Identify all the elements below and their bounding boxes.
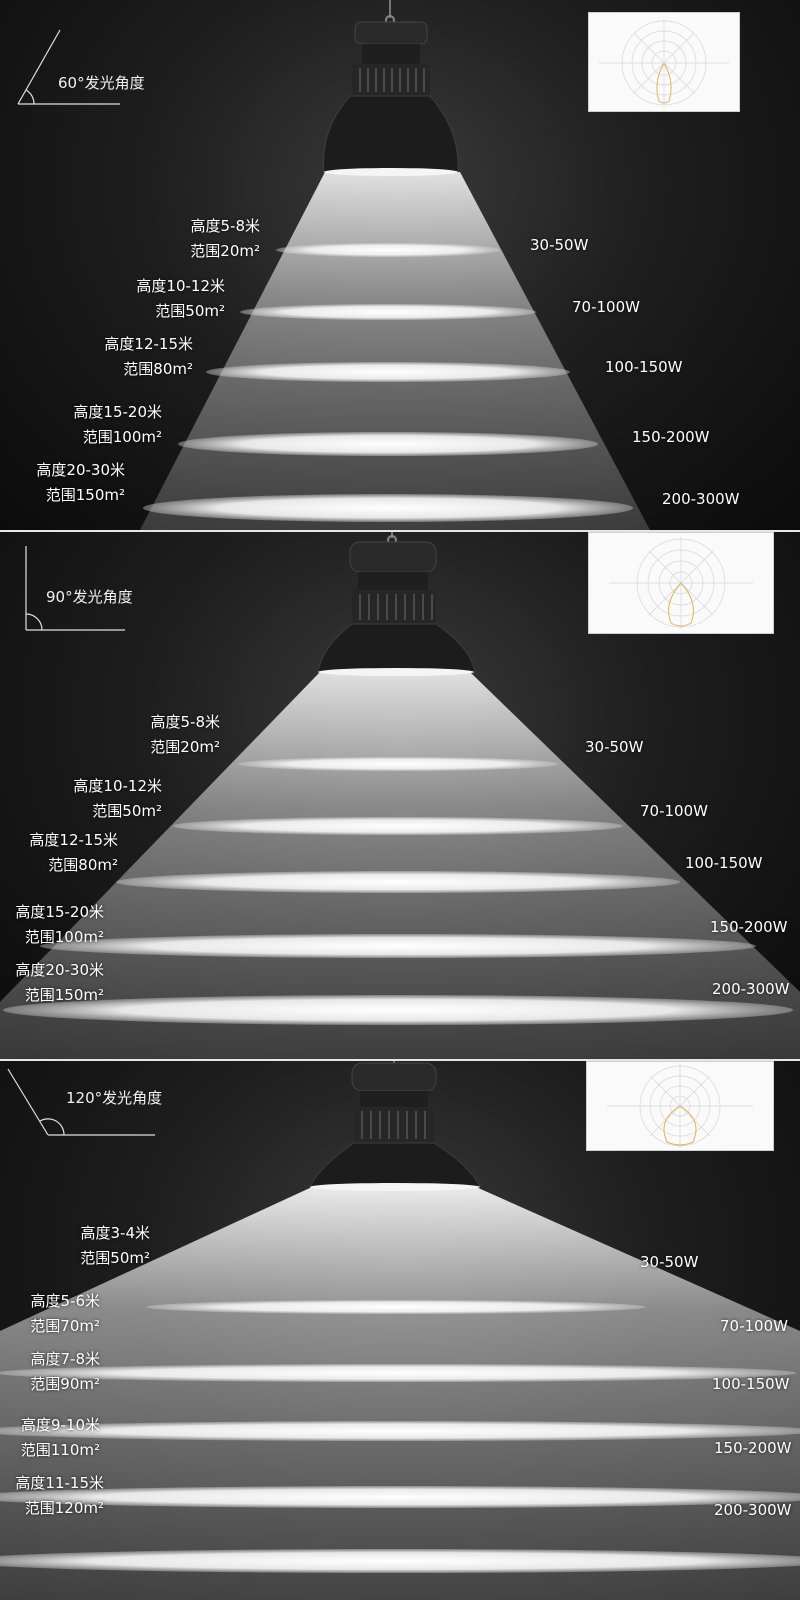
coverage-area: 范围50m²	[80, 1249, 150, 1267]
light-ring	[173, 817, 623, 835]
coverage-area: 范围20m²	[150, 738, 220, 756]
spec-height-area: 高度11-15米 范围120m²	[15, 1471, 104, 1521]
spec-height-area: 高度5-8米 范围20m²	[150, 710, 220, 760]
spec-height-area: 高度12-15米 范围80m²	[29, 828, 118, 878]
spec-height-area: 高度3-4米 范围50m²	[80, 1221, 150, 1271]
height-range: 高度3-4米	[80, 1224, 151, 1242]
light-ring	[116, 871, 680, 893]
wattage-label: 30-50W	[530, 236, 589, 254]
coverage-area: 范围50m²	[92, 802, 162, 820]
spec-height-area: 高度10-12米 范围50m²	[73, 774, 162, 824]
coverage-area: 范围150m²	[24, 986, 104, 1004]
height-range: 高度5-8米	[190, 217, 261, 235]
light-ring	[146, 1300, 646, 1314]
spec-height-area: 高度7-8米 范围90m²	[30, 1347, 100, 1397]
height-range: 高度5-6米	[30, 1292, 101, 1310]
wattage-label: 150-200W	[714, 1439, 792, 1457]
coverage-area: 范围80m²	[123, 360, 193, 378]
wattage-label: 200-300W	[662, 490, 740, 508]
height-range: 高度11-15米	[15, 1474, 104, 1492]
light-ring	[276, 243, 500, 257]
height-range: 高度7-8米	[30, 1350, 101, 1368]
height-range: 高度20-30米	[36, 461, 125, 479]
light-ring	[3, 995, 793, 1025]
spec-height-area: 高度15-20米 范围100m²	[15, 900, 104, 950]
wattage-label: 200-300W	[712, 980, 790, 998]
height-range: 高度10-12米	[136, 277, 225, 295]
coverage-area: 范围80m²	[48, 856, 118, 874]
coverage-area: 范围120m²	[24, 1499, 104, 1517]
wattage-label: 200-300W	[714, 1501, 792, 1519]
high-bay-lamp-icon	[317, 532, 476, 676]
beam-angle-panel-120: 120°发光角度 高度3-4米 范围50m² 高度5-6米 范围70m² 高度7…	[0, 1061, 800, 1600]
panel-divider	[0, 1059, 800, 1061]
coverage-area: 范围100m²	[24, 928, 104, 946]
light-ring	[0, 1364, 796, 1382]
spec-height-area: 高度5-6米 范围70m²	[30, 1289, 100, 1339]
high-bay-lamp-icon	[323, 0, 459, 176]
angle-indicator-icon	[7, 1068, 155, 1136]
light-ring	[240, 304, 536, 320]
panel-divider	[0, 530, 800, 532]
height-range: 高度12-15米	[29, 831, 118, 849]
coverage-area: 范围90m²	[30, 1375, 100, 1393]
light-ring	[178, 432, 598, 456]
wattage-label: 70-100W	[640, 802, 708, 820]
wattage-label: 100-150W	[712, 1375, 790, 1393]
height-range: 高度10-12米	[73, 777, 162, 795]
spec-height-area: 高度15-20米 范围100m²	[73, 400, 162, 450]
polar-light-distribution-diagram	[586, 1061, 774, 1151]
height-range: 高度12-15米	[104, 335, 193, 353]
beam-angle-panel-60: 60°发光角度 高度5-8米 范围20m² 高度10-12米 范围50m² 高度…	[0, 0, 800, 530]
spec-height-area: 高度12-15米 范围80m²	[104, 332, 193, 382]
light-beam	[0, 672, 800, 1059]
beam-scene	[0, 532, 800, 1059]
height-range: 高度15-20米	[73, 403, 162, 421]
beam-angle-label: 90°发光角度	[46, 588, 133, 606]
spec-height-area: 高度5-8米 范围20m²	[190, 214, 260, 264]
light-ring	[40, 934, 756, 958]
wattage-label: 150-200W	[710, 918, 788, 936]
spec-height-area: 高度9-10米 范围110m²	[21, 1413, 100, 1463]
light-ring	[0, 1421, 800, 1441]
spec-height-area: 高度20-30米 范围150m²	[15, 958, 104, 1008]
angle-indicator-icon	[25, 546, 125, 631]
beam-scene	[0, 1061, 800, 1600]
height-range: 高度20-30米	[15, 961, 104, 979]
wattage-label: 150-200W	[632, 428, 710, 446]
height-range: 高度9-10米	[20, 1416, 100, 1434]
beam-angle-panel-90: 90°发光角度 高度5-8米 范围20m² 高度10-12米 范围50m² 高度…	[0, 532, 800, 1059]
wattage-label: 100-150W	[605, 358, 683, 376]
beam-scene	[17, 0, 650, 530]
angle-indicator-icon	[17, 29, 120, 105]
high-bay-lamp-icon	[309, 1061, 481, 1191]
beam-angle-label: 60°发光角度	[58, 74, 145, 92]
coverage-area: 范围150m²	[45, 486, 125, 504]
height-range: 高度5-8米	[150, 713, 221, 731]
light-ring	[206, 362, 570, 382]
coverage-area: 范围100m²	[82, 428, 162, 446]
beam-angle-label: 120°发光角度	[66, 1089, 163, 1107]
wattage-label: 70-100W	[572, 298, 640, 316]
light-ring	[0, 1549, 800, 1573]
coverage-area: 范围110m²	[20, 1441, 100, 1459]
spec-height-area: 高度10-12米 范围50m²	[136, 274, 225, 324]
light-ring	[238, 757, 558, 771]
wattage-label: 100-150W	[685, 854, 763, 872]
height-range: 高度15-20米	[15, 903, 104, 921]
wattage-label: 30-50W	[640, 1253, 699, 1271]
light-ring	[143, 494, 633, 522]
spec-height-area: 高度20-30米 范围150m²	[36, 458, 125, 508]
polar-light-distribution-diagram	[588, 532, 774, 634]
coverage-area: 范围70m²	[30, 1317, 100, 1335]
wattage-label: 30-50W	[585, 738, 644, 756]
coverage-area: 范围20m²	[190, 242, 260, 260]
polar-light-distribution-diagram	[588, 12, 740, 112]
light-ring	[0, 1486, 800, 1508]
wattage-label: 70-100W	[720, 1317, 788, 1335]
coverage-area: 范围50m²	[155, 302, 225, 320]
